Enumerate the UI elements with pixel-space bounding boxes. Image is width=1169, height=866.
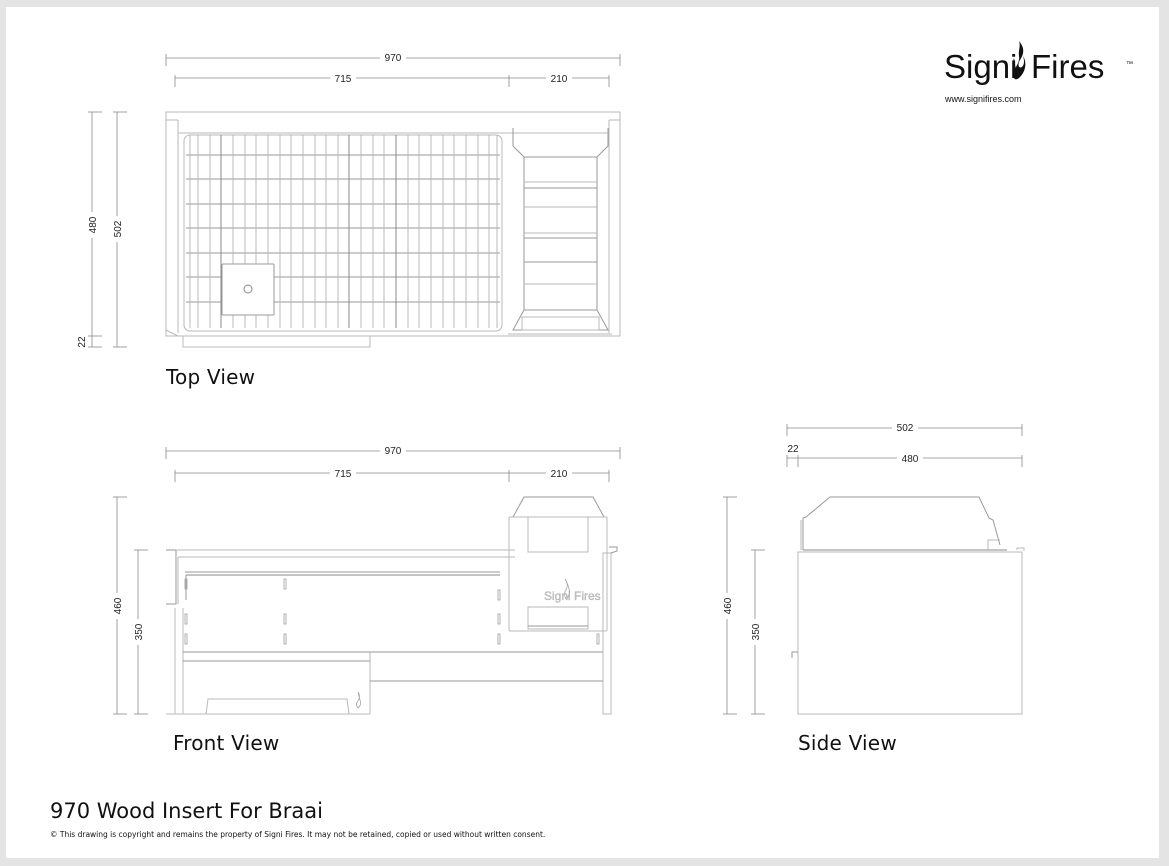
svg-text:460: 460	[723, 597, 734, 614]
dim-front-vertical: 460 350	[111, 496, 148, 715]
front-view-label: Front View	[173, 731, 280, 755]
logo-word-signi: Signi	[944, 48, 1018, 85]
side-view: 502 22 480 460 350	[721, 421, 1025, 715]
firebox-front: Signi Fires	[508, 496, 608, 632]
flame-icon	[1012, 41, 1026, 80]
svg-text:210: 210	[551, 469, 568, 480]
svg-text:502: 502	[897, 423, 914, 434]
svg-text:350: 350	[751, 623, 762, 640]
drawing-sheet: .ln { stroke: #9a9a9a; stroke-width: 1; …	[6, 7, 1159, 858]
trademark-symbol: ™	[1126, 61, 1133, 68]
svg-text:715: 715	[335, 74, 352, 85]
side-view-label: Side View	[798, 731, 897, 755]
top-view-label: Top View	[166, 365, 256, 389]
svg-text:480: 480	[88, 216, 99, 233]
dim-front-970: 970	[165, 444, 621, 459]
svg-text:22: 22	[77, 336, 88, 348]
svg-text:480: 480	[902, 454, 919, 465]
svg-text:502: 502	[113, 220, 124, 237]
dim-top-715-210: 715 210	[174, 72, 610, 87]
dim-side-502: 502	[786, 421, 1023, 436]
svg-text:970: 970	[385, 446, 402, 457]
svg-text:210: 210	[551, 74, 568, 85]
website-url: www.signifires.com	[945, 94, 1022, 104]
svg-text:460: 460	[113, 597, 124, 614]
firebox-top	[508, 128, 612, 335]
technical-drawing: .ln { stroke: #9a9a9a; stroke-width: 1; …	[77, 51, 1025, 715]
logo-word-fires: Fires	[1031, 48, 1105, 85]
svg-text:970: 970	[385, 53, 402, 64]
drawing-title: 970 Wood Insert For Braai	[50, 799, 323, 823]
dim-front-715-210: 715 210	[174, 467, 610, 482]
svg-text:350: 350	[134, 623, 145, 640]
svg-text:22: 22	[787, 444, 799, 455]
svg-text:715: 715	[335, 469, 352, 480]
top-view: 970 715 210 480 22	[77, 51, 621, 348]
grill-grid	[186, 135, 500, 328]
copyright-notice: © This drawing is copyright and remains …	[50, 830, 546, 839]
dim-side-22-480: 22 480	[786, 444, 1023, 467]
dim-top-vertical: 480 22 502	[77, 111, 127, 348]
front-view: 970 715 210 460	[111, 444, 621, 715]
dim-top-970: 970	[165, 51, 621, 66]
embossed-logo: Signi Fires	[544, 589, 601, 603]
signi-fires-logo: Signi Fires ™ www.signifires.com	[944, 37, 1144, 107]
dim-side-vertical: 460 350	[721, 496, 765, 715]
